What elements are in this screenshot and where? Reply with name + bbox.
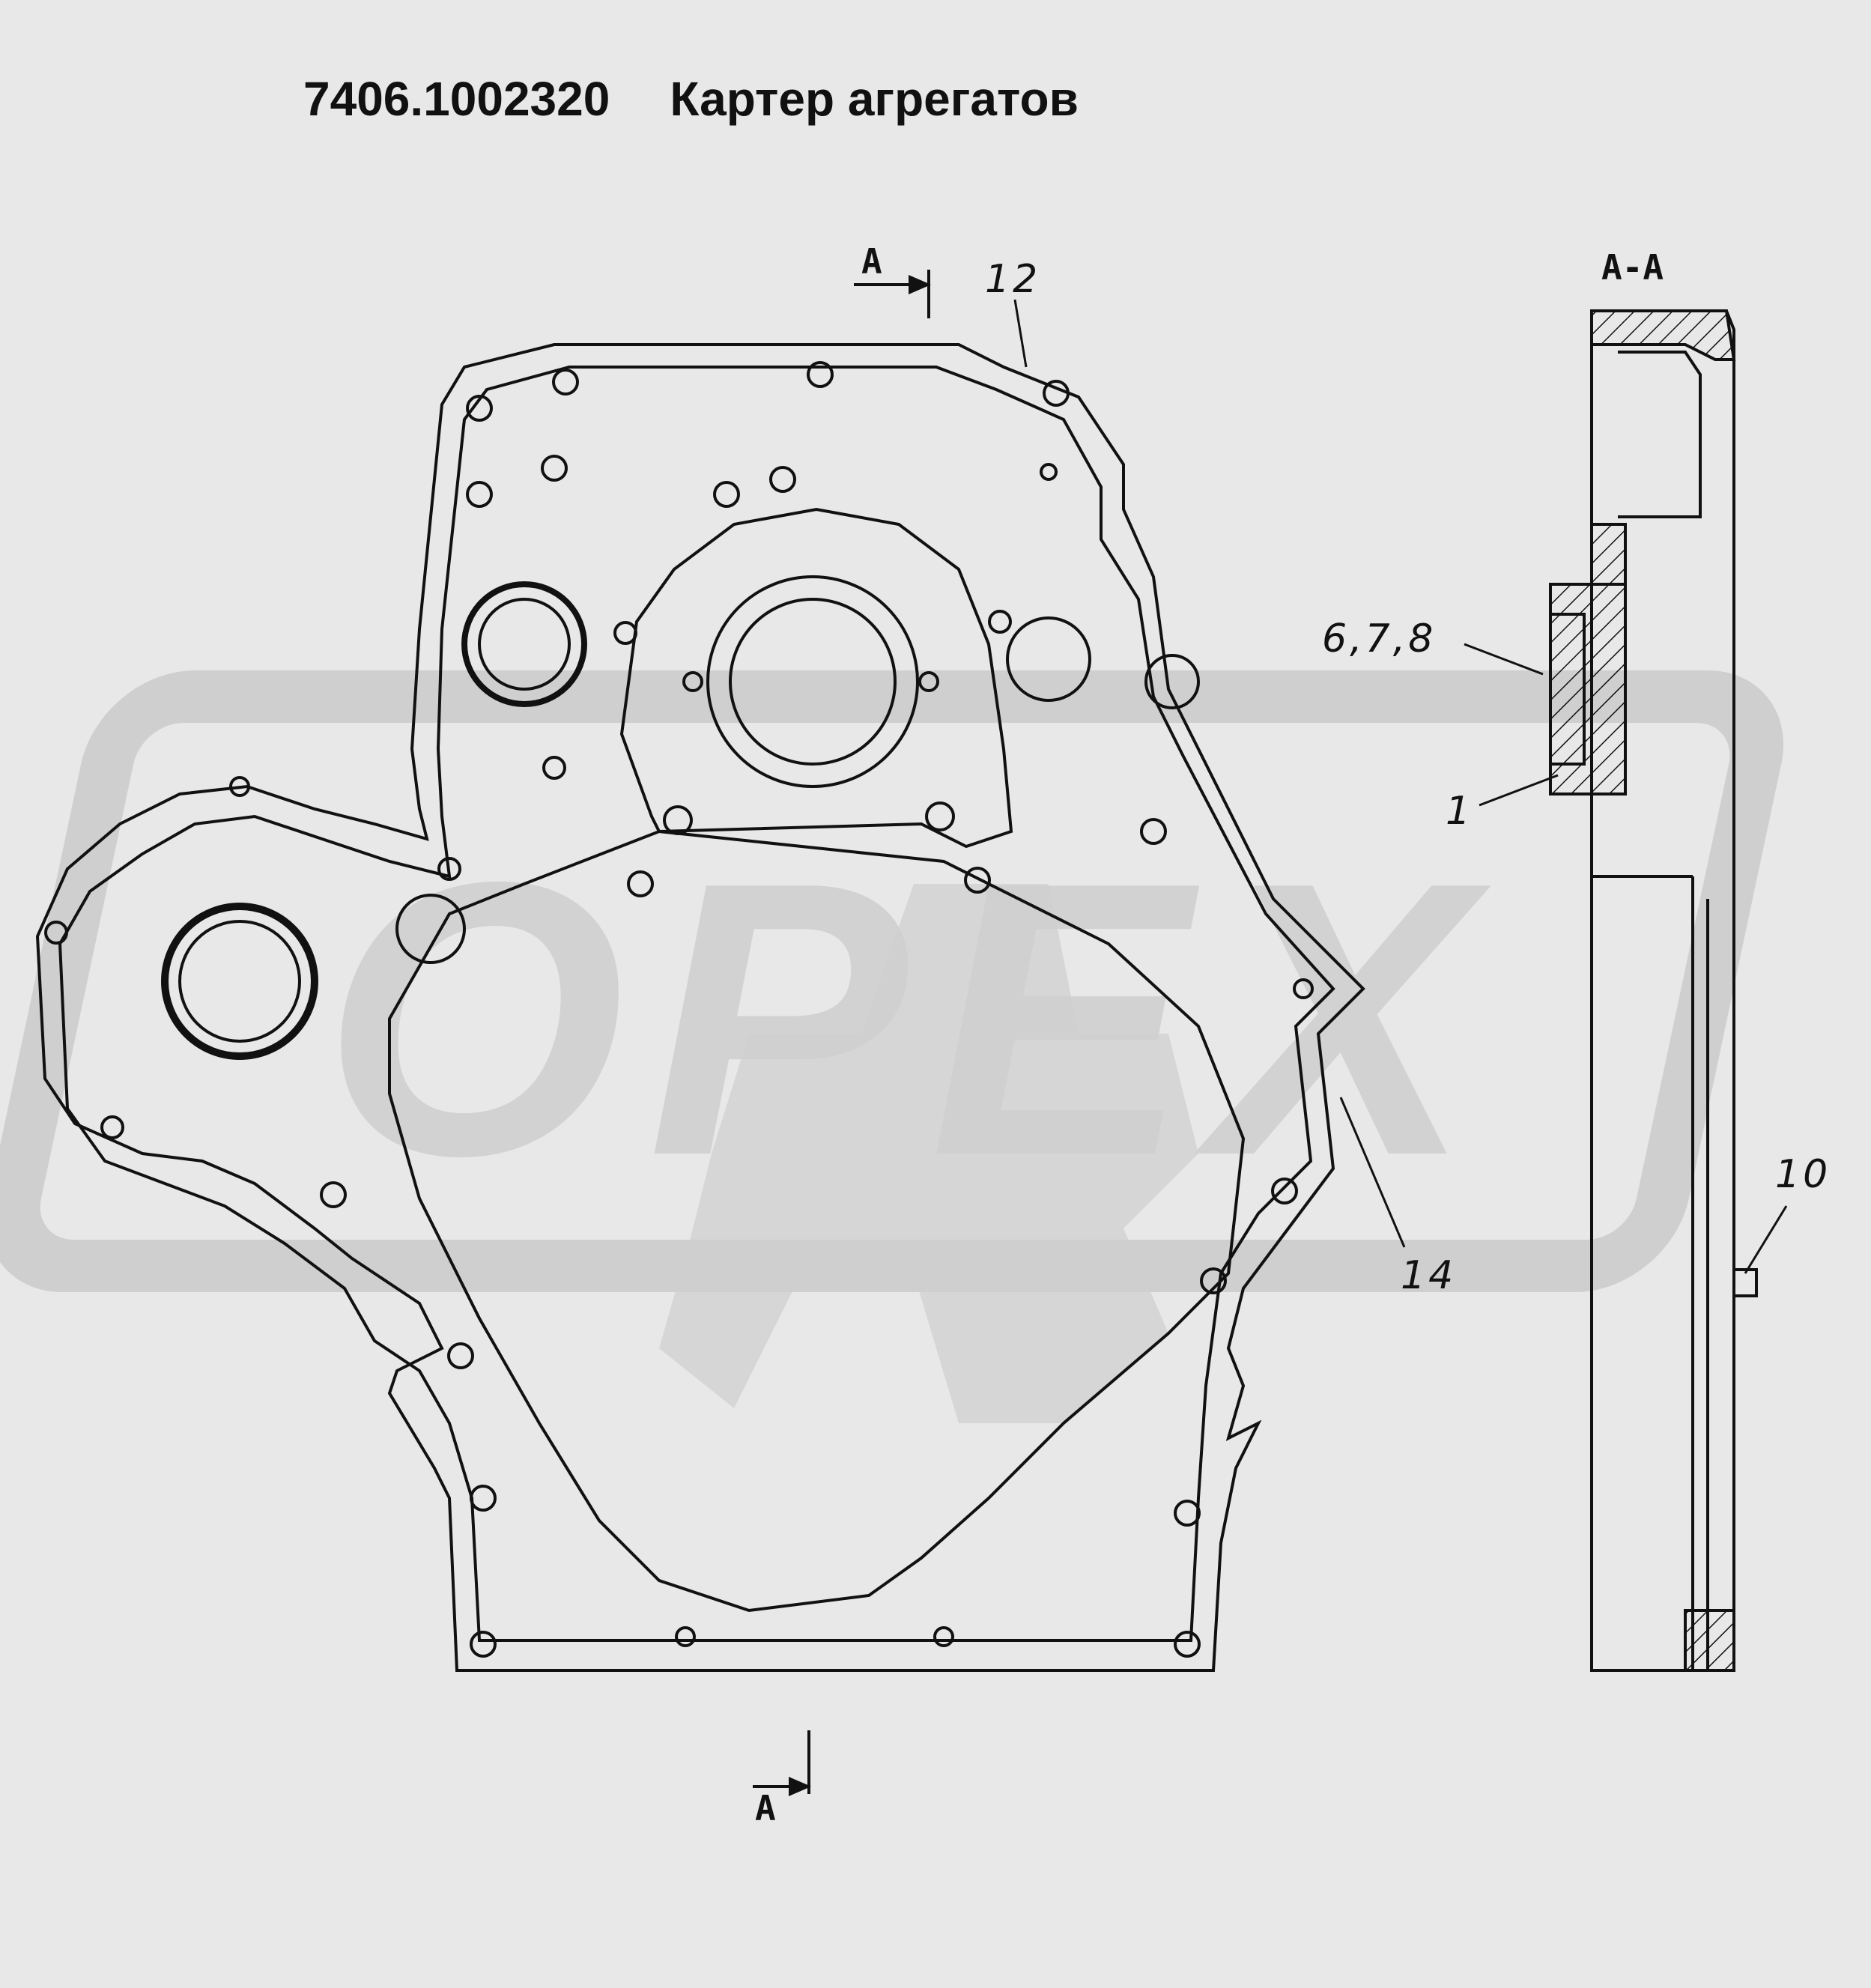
section-label-bottom: A	[755, 1788, 776, 1828]
section-plug	[1732, 1268, 1758, 1297]
boss-right	[1144, 654, 1200, 709]
lower-cover-contour	[388, 829, 1246, 1613]
section-hatch-top	[1590, 309, 1736, 361]
section-inner-lines	[1592, 351, 1709, 1670]
callout-10: 10	[1775, 1152, 1831, 1197]
boss-left	[395, 894, 466, 964]
section-view-title: A-A	[1601, 247, 1664, 288]
seal-inner	[178, 920, 301, 1043]
callout-6-7-8: 6,7,8	[1322, 616, 1436, 661]
callout-12: 12	[985, 257, 1040, 302]
housing-outline	[35, 343, 1365, 1672]
seal-outer	[161, 903, 318, 1060]
leader-lines	[1013, 299, 1788, 1274]
section-hatch-mid	[1590, 523, 1627, 586]
section-view	[1549, 309, 1758, 1672]
part-number: 7406.1002320	[303, 72, 610, 126]
watermark: OPEX	[0, 670, 1783, 1423]
gear-cover-contour	[619, 507, 1013, 849]
section-markers	[753, 270, 932, 1797]
aux-bore	[1006, 616, 1091, 702]
bolt-holes	[44, 361, 1314, 1658]
pump-bore	[461, 581, 587, 707]
section-seal-ring	[1549, 613, 1586, 766]
callout-1: 1	[1446, 789, 1473, 834]
front-view	[35, 343, 1365, 1672]
section-hatch-bottom	[1684, 1609, 1735, 1672]
callout-14: 14	[1401, 1253, 1456, 1298]
part-name: Картер агрегатов	[670, 72, 1079, 126]
section-label-top: A	[861, 241, 882, 282]
inner-flange	[58, 366, 1335, 1642]
central-bore-inner	[729, 598, 897, 766]
watermark-text: OPEX	[322, 801, 1494, 1237]
central-bore	[706, 575, 919, 788]
drawing-title: 7406.1002320 Картер агрегатов	[303, 71, 1079, 127]
pump-bore-inner	[478, 598, 571, 691]
